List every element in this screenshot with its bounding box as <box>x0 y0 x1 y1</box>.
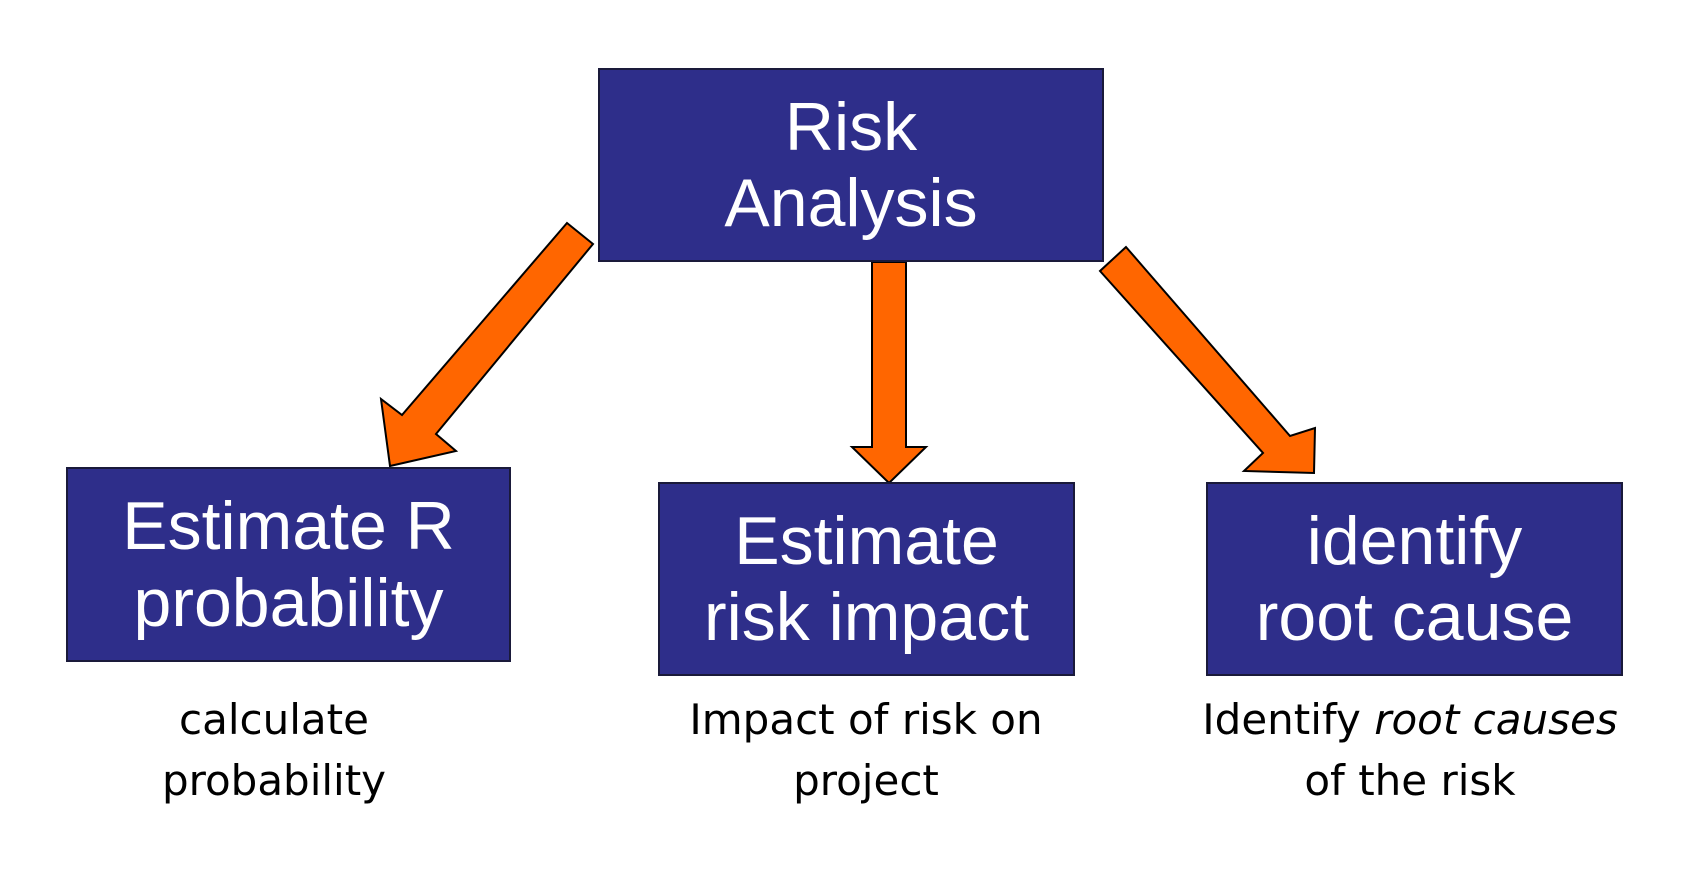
estimate-impact-node: Estimate risk impact <box>658 482 1075 676</box>
root-cause-caption: Identify root causes of the risk <box>1130 690 1683 812</box>
node-label-line1: identify <box>1306 502 1523 579</box>
caption-line1: Identify root causes <box>1130 690 1683 751</box>
node-label-line2: root cause <box>1255 579 1574 655</box>
arrow-to-probability <box>379 221 595 468</box>
caption-line2: probability <box>161 755 387 805</box>
caption-line2: of the risk <box>1304 755 1516 805</box>
caption-line1: Impact of risk on <box>689 695 1043 744</box>
caption-line2: project <box>793 755 939 805</box>
identify-root-cause-node: identify root cause <box>1206 482 1623 676</box>
node-label-line2: risk impact <box>704 579 1029 655</box>
impact-caption: Impact of risk on project <box>606 690 1126 812</box>
caption-italic-text: root causes <box>1374 695 1618 744</box>
node-label-line1: Estimate <box>734 502 999 579</box>
node-label-line2: probability <box>133 564 444 641</box>
caption-plain-text: Identify <box>1202 695 1375 744</box>
arrow-to-root-cause <box>1098 245 1317 475</box>
node-label-line2: Analysis <box>724 165 978 241</box>
estimate-probability-node: Estimate R probability <box>66 467 511 662</box>
arrow-to-impact <box>849 261 929 485</box>
node-label-line1: Risk <box>784 88 918 165</box>
probability-caption: calculate probability <box>14 690 534 812</box>
node-label-line1: Estimate R <box>122 488 455 565</box>
caption-line1: calculate <box>179 695 369 744</box>
risk-analysis-node: Risk Analysis <box>598 68 1104 262</box>
